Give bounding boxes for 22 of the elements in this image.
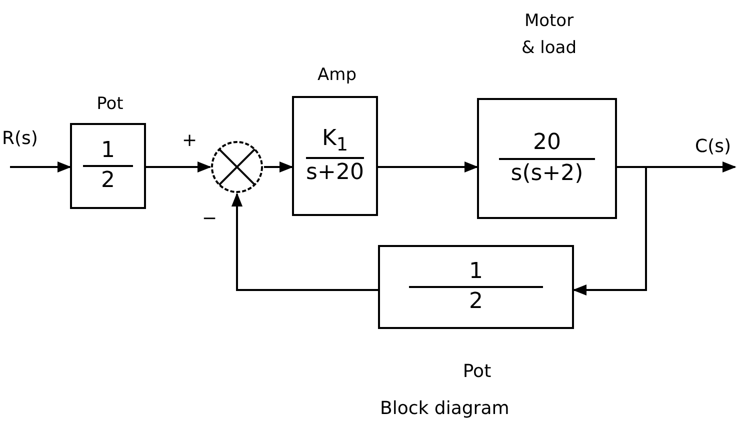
denominator: s(s+2) [510,162,584,186]
signal-arrow [231,192,378,291]
numerator: 1 [469,260,483,284]
signal-arrow [617,161,736,173]
block-title: Pot [96,95,124,115]
signal-arrow [10,161,72,173]
signal-arrow [378,161,478,173]
block-caption: Pot [462,361,492,382]
denominator: 2 [469,290,483,314]
signal-arrow [146,161,212,173]
block-title: Amp [316,66,358,86]
caption: Block diagram [380,398,510,419]
numerator: 1 [101,138,115,163]
denominator: s+20 [306,161,364,186]
signal-arrow [572,167,647,296]
denominator: 2 [101,169,115,194]
numerator: K$_{1}$ [322,126,348,156]
sign-label: − [202,208,218,229]
sign-label: + [182,130,198,151]
signal-arrow [264,161,294,173]
block-title: Motor & load [521,10,577,60]
numerator: 20 [533,131,561,156]
